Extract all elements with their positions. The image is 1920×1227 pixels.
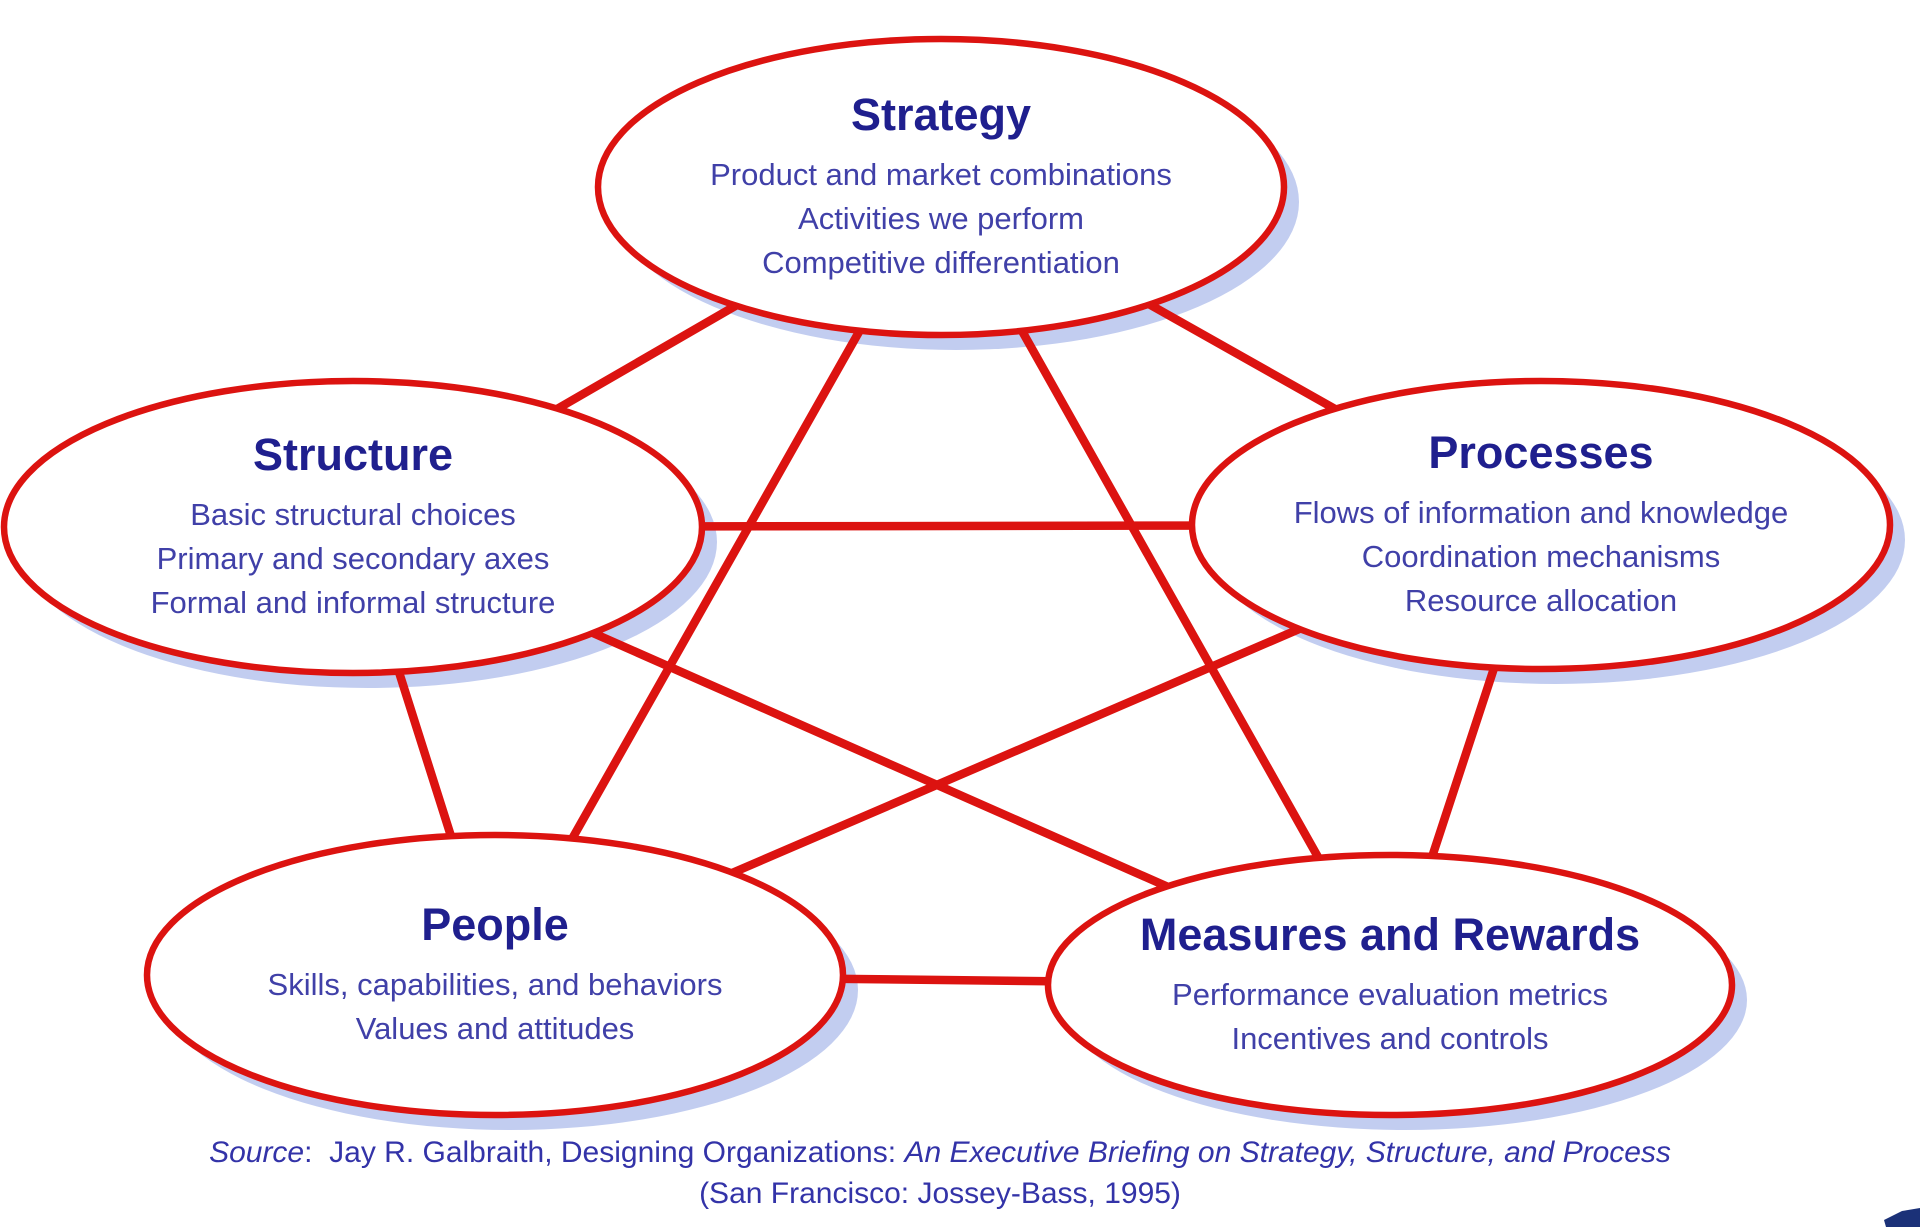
source-author: Jay R. Galbraith, Designing Organization…	[329, 1136, 897, 1169]
corner-arrow-fragment-icon	[1884, 1208, 1920, 1227]
source-citation: Source: Jay R. Galbraith, Designing Orga…	[0, 1132, 1920, 1215]
source-book-subtitle: An Executive Briefing on Strategy, Struc…	[904, 1136, 1671, 1169]
source-citation-line1: Source: Jay R. Galbraith, Designing Orga…	[0, 1132, 1880, 1173]
structure-ellipse	[0, 377, 706, 677]
strategy-ellipse	[594, 35, 1288, 339]
source-citation-line2: (San Francisco: Jossey-Bass, 1995)	[699, 1177, 1181, 1211]
processes-ellipse	[1188, 377, 1894, 673]
source-label: Source	[209, 1136, 305, 1169]
node-ellipses	[0, 35, 1894, 1119]
people-ellipse	[143, 831, 847, 1119]
source-colon: :	[304, 1136, 313, 1169]
measures-ellipse	[1044, 851, 1736, 1119]
